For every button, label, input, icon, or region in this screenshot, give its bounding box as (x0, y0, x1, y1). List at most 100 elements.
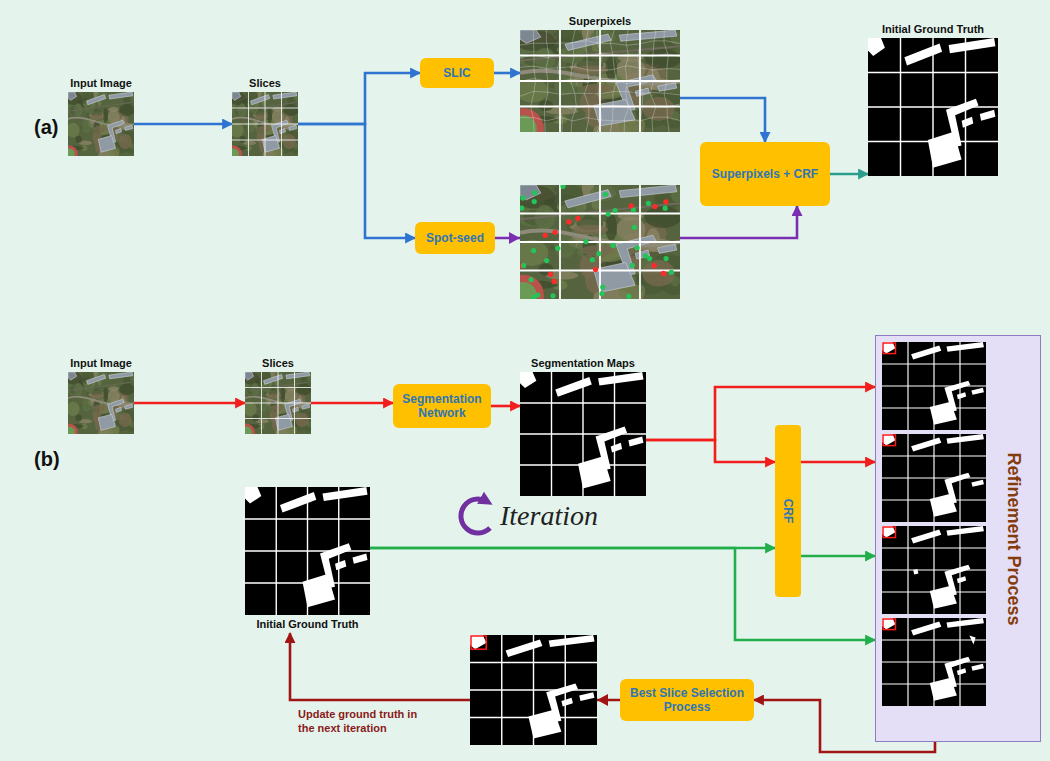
image-panel: Segmentation Maps (520, 372, 646, 496)
refinement-panel: Refinement Process (875, 335, 1041, 742)
line-part (959, 434, 960, 522)
shape (245, 372, 254, 380)
circle-part (630, 263, 635, 268)
shape (520, 30, 541, 43)
path-part (68, 397, 134, 405)
image-picture (232, 92, 298, 156)
image-picture (520, 30, 680, 132)
circle-part (669, 270, 674, 275)
ellipse-part (108, 386, 119, 391)
image-panel: Initial Ground Truth (245, 487, 370, 633)
circle-part (566, 219, 571, 224)
circle-part (663, 199, 668, 204)
shape (286, 372, 310, 379)
process-box: Spot-seed (415, 222, 495, 254)
shape (289, 125, 297, 130)
ellipse-part (82, 399, 91, 412)
box-label: SLIC (443, 66, 470, 80)
circle-part (531, 248, 536, 253)
connector-arrow (298, 124, 415, 238)
ellipse-part (119, 413, 132, 427)
shape (280, 129, 286, 134)
connector-arrow (134, 402, 245, 405)
line-part (882, 407, 986, 408)
line-part (232, 140, 298, 141)
line-part (639, 30, 641, 132)
connector-arrow (134, 123, 232, 126)
shape (565, 190, 611, 208)
shape (353, 554, 368, 564)
image-panel: Input Image (68, 372, 134, 434)
path-part (68, 102, 134, 111)
box-label: Spot-seed (426, 231, 484, 245)
refined-slice-image (882, 618, 986, 706)
image-picture (868, 38, 998, 176)
image-title: Input Image (70, 77, 132, 90)
process-box: Superpixels + CRF (700, 142, 830, 206)
line-part (959, 342, 960, 430)
shape (971, 388, 984, 395)
shape (87, 95, 106, 105)
shape (882, 618, 896, 629)
rect-part (520, 372, 646, 496)
panel-title: Refinement Process (1003, 452, 1024, 625)
circle-part (629, 203, 634, 208)
shape (98, 414, 115, 430)
ellipse-part (68, 92, 83, 105)
ellipse-part (573, 225, 609, 235)
shape (245, 487, 261, 504)
process-box: Segmentation Network (393, 384, 491, 428)
image-title: Initial Ground Truth (882, 23, 984, 36)
line-part (520, 433, 646, 434)
shape (273, 92, 297, 99)
circle-part (544, 258, 549, 263)
line-part (245, 403, 311, 404)
shape (947, 434, 984, 444)
line-part (520, 464, 646, 465)
shape (125, 125, 133, 130)
line-part (639, 185, 641, 299)
circle-part (521, 263, 526, 268)
ellipse-part (296, 384, 311, 396)
ellipse-part (554, 75, 576, 96)
ellipse-part (580, 254, 597, 278)
connector-arrow (311, 402, 393, 405)
line-part (959, 618, 960, 706)
ellipse-part (68, 372, 83, 384)
ellipse-part (253, 415, 259, 422)
shape (335, 560, 346, 570)
shape (293, 407, 299, 412)
ellipse-part (68, 123, 80, 138)
image-title: Slices (249, 77, 281, 90)
image-title: Superpixels (569, 15, 631, 28)
ellipse-part (520, 186, 556, 209)
ellipse-part (280, 387, 285, 402)
image-picture (520, 372, 646, 496)
shape (611, 443, 622, 453)
shape (555, 377, 592, 397)
ellipse-part (554, 235, 576, 258)
line-part (520, 241, 680, 243)
circle-part (552, 230, 557, 235)
circle-part (634, 245, 639, 250)
ellipse-part (270, 405, 283, 411)
line-part (565, 635, 566, 745)
process-box: SLIC (420, 58, 494, 88)
shape (882, 434, 896, 445)
circle-part (550, 293, 555, 298)
circle-part (583, 239, 588, 244)
ellipse-part (254, 114, 269, 119)
shape (109, 92, 133, 99)
circle-part (575, 216, 580, 221)
ellipse-part (68, 402, 80, 416)
shape (87, 375, 106, 385)
circle-part (560, 185, 565, 189)
ellipse-part (76, 415, 82, 422)
shape (980, 110, 996, 121)
iteration-label: Iteration (500, 500, 598, 532)
ellipse-part (520, 31, 556, 51)
connector-arrow (680, 98, 765, 142)
selected-slice-image (470, 635, 597, 745)
refined-slice-image (882, 526, 986, 614)
